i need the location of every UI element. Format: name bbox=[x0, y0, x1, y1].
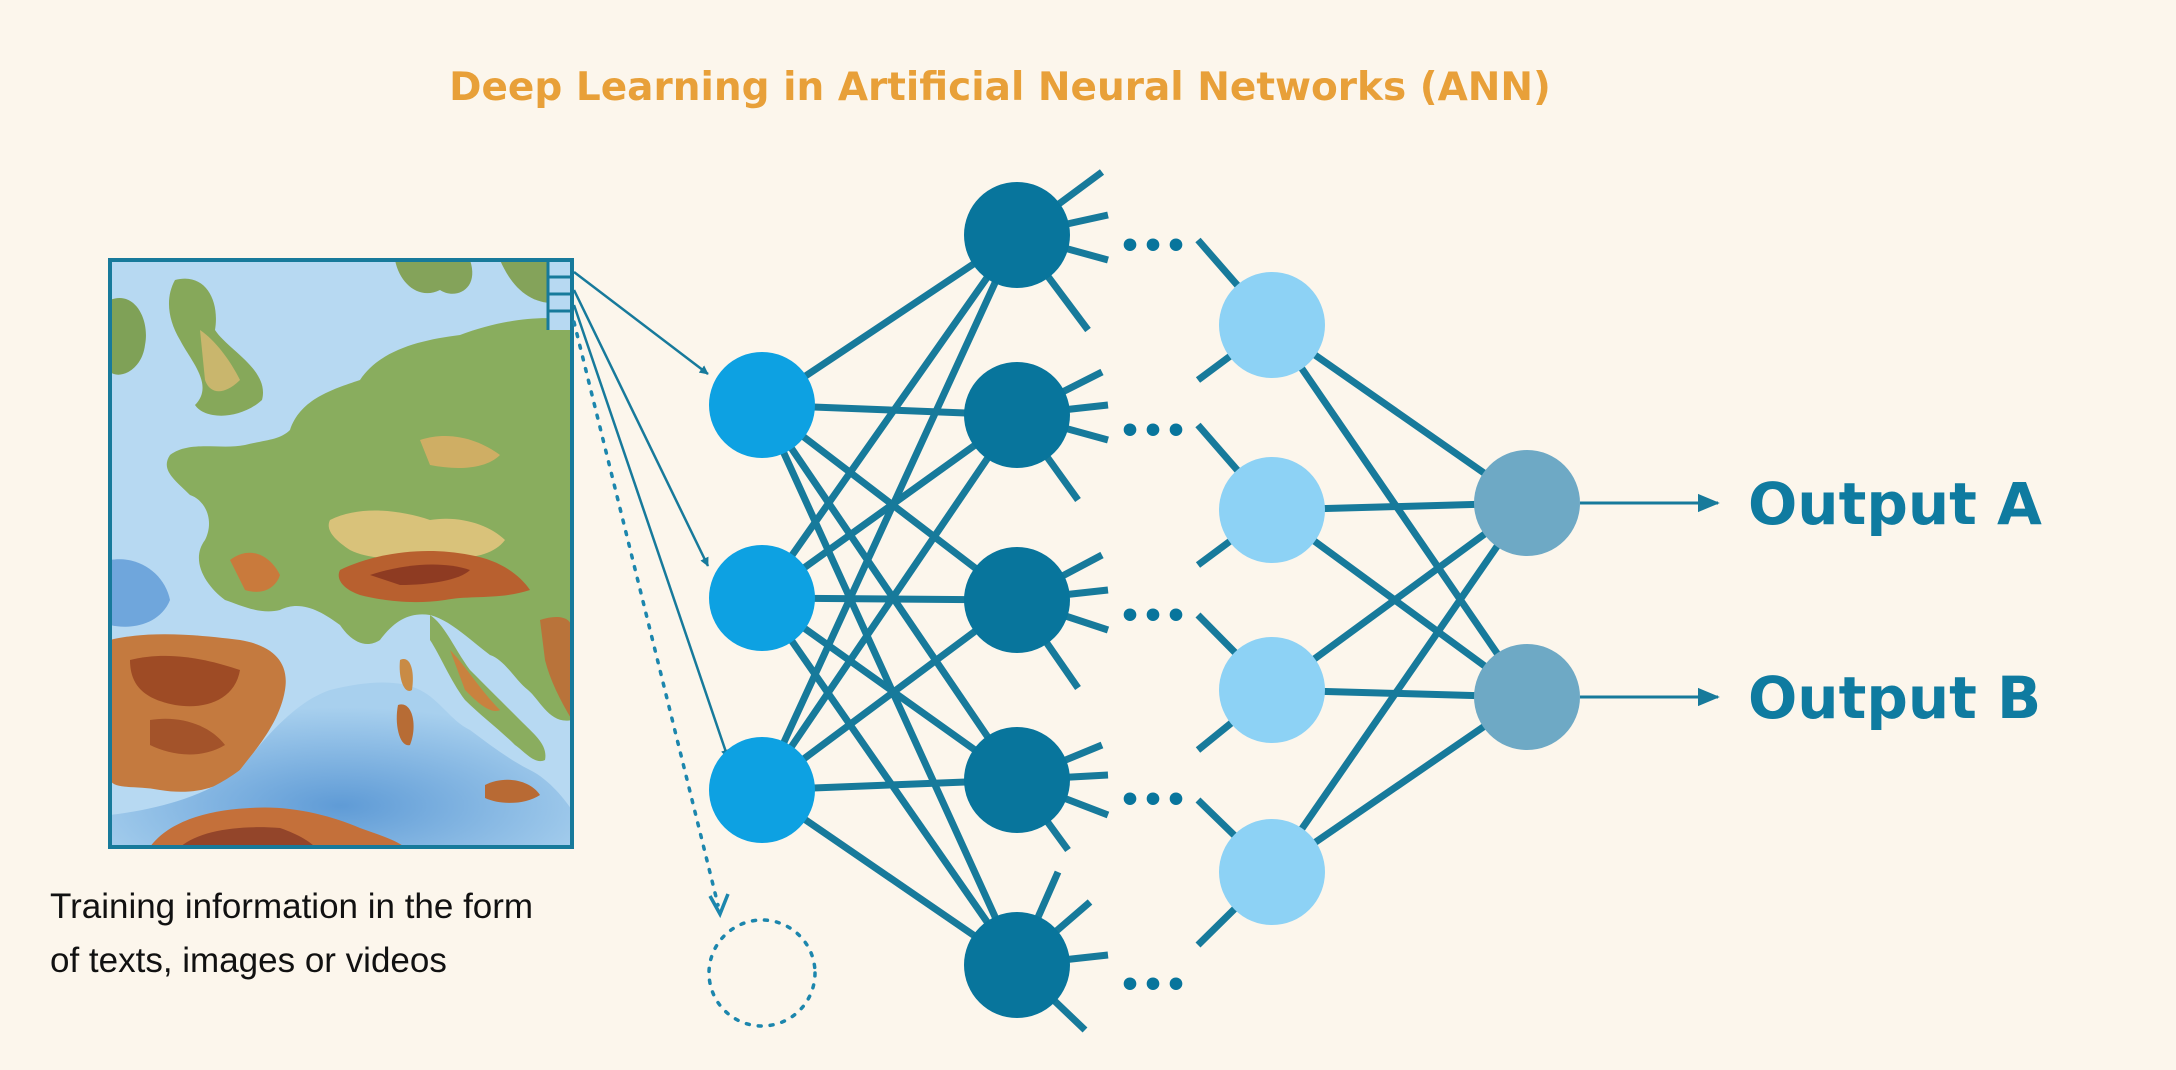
hidden-layer-1 bbox=[964, 182, 1070, 1018]
ellipsis-5: ••• bbox=[1118, 965, 1187, 1006]
ellipsis-4: ••• bbox=[1118, 780, 1187, 821]
ellipsis-1: ••• bbox=[1118, 226, 1187, 267]
input-arrow-2 bbox=[572, 289, 710, 567]
output-label-b: Output B bbox=[1748, 664, 2041, 732]
caption-line-2: of texts, images or videos bbox=[50, 941, 447, 980]
input-node-3 bbox=[709, 737, 815, 843]
input-layer bbox=[707, 352, 817, 1028]
hidden-node-1-4 bbox=[964, 727, 1070, 833]
output-label-a: Output A bbox=[1748, 470, 2042, 538]
hidden-node-1-3 bbox=[964, 547, 1070, 653]
ellipsis-column: ••• ••• ••• ••• ••• bbox=[1118, 226, 1187, 1006]
input-node-2 bbox=[709, 545, 815, 651]
output-arrows bbox=[1580, 493, 1720, 707]
input-arrow-dotted bbox=[572, 320, 720, 907]
input-arrow-3 bbox=[572, 304, 730, 759]
hidden-node-1-2 bbox=[964, 362, 1070, 468]
ellipsis-2: ••• bbox=[1118, 411, 1187, 452]
input-arrows bbox=[572, 271, 730, 919]
hidden-node-2-3 bbox=[1219, 637, 1325, 743]
output-layer bbox=[1474, 450, 1580, 750]
hidden-layer-2 bbox=[1219, 272, 1325, 925]
hidden-node-2-1 bbox=[1219, 272, 1325, 378]
hidden-node-1-5 bbox=[964, 912, 1070, 1018]
input-arrow-1 bbox=[573, 271, 709, 375]
hidden-node-1-1 bbox=[964, 182, 1070, 288]
europe-relief-map-image bbox=[108, 258, 574, 849]
output-node-a bbox=[1474, 450, 1580, 556]
hidden-node-2-4 bbox=[1219, 819, 1325, 925]
diagram-title: Deep Learning in Artificial Neural Netwo… bbox=[449, 65, 1551, 110]
caption-line-1: Training information in the form bbox=[50, 887, 533, 926]
caption: Training information in the form of text… bbox=[50, 887, 533, 980]
ellipsis-3: ••• bbox=[1118, 596, 1187, 637]
hidden-node-2-2 bbox=[1219, 457, 1325, 563]
output-node-b bbox=[1474, 644, 1580, 750]
input-node-placeholder bbox=[707, 918, 817, 1028]
connections-output-layer bbox=[1269, 322, 1530, 875]
input-node-1 bbox=[709, 352, 815, 458]
input-arrow-dotted-head bbox=[708, 893, 730, 919]
